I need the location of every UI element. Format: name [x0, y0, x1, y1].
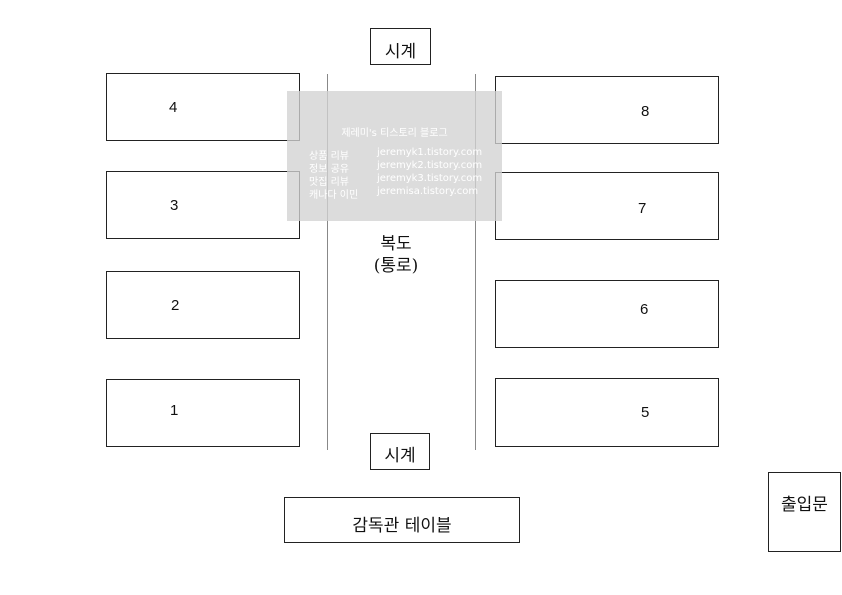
table-number: 1	[170, 402, 179, 419]
watermark-label: 맛집 리뷰	[309, 177, 349, 188]
clock-top: 시계	[370, 28, 431, 65]
watermark-label: 정보 공유	[309, 164, 349, 175]
table-number: 4	[169, 99, 178, 116]
clock-bottom: 시계	[370, 433, 430, 470]
entrance-label: 출입문	[781, 495, 828, 515]
corridor-sublabel: (통로)	[373, 256, 419, 276]
corridor-left-line	[327, 74, 328, 450]
watermark-url: jeremyk2.tistory.com	[377, 160, 483, 171]
table-2: 2	[106, 271, 300, 339]
table-number: 3	[170, 197, 179, 214]
entrance-door: 출입문	[768, 472, 841, 552]
corridor-right-line	[475, 74, 476, 450]
table-6: 6	[495, 280, 719, 348]
table-number: 8	[641, 103, 650, 120]
watermark-url: jeremyk3.tistory.com	[377, 173, 483, 184]
table-8: 8	[495, 76, 719, 144]
table-number: 6	[640, 301, 649, 318]
table-number: 2	[171, 297, 180, 314]
corridor-label: 복도	[380, 234, 412, 254]
table-4: 4	[106, 73, 300, 141]
watermark-label: 상품 리뷰	[309, 151, 349, 162]
table-number: 7	[638, 200, 647, 217]
watermark-title: 제레미's 티스토리 블로그	[341, 128, 448, 139]
table-7: 7	[495, 172, 719, 240]
supervisor-table-label: 감독관 테이블	[352, 516, 452, 536]
watermark-url: jeremyk1.tistory.com	[377, 147, 483, 158]
table-1: 1	[106, 379, 300, 447]
table-5: 5	[495, 378, 719, 447]
clock-bottom-label: 시계	[384, 446, 416, 466]
watermark-label: 캐나다 이민	[309, 190, 359, 201]
supervisor-table: 감독관 테이블	[284, 497, 520, 543]
watermark-url: jeremisa.tistory.com	[377, 186, 479, 197]
clock-top-label: 시계	[384, 42, 417, 62]
blog-watermark: 제레미's 티스토리 블로그 상품 리뷰 jeremyk1.tistory.co…	[287, 91, 502, 221]
table-3: 3	[106, 171, 300, 239]
table-number: 5	[641, 404, 650, 421]
